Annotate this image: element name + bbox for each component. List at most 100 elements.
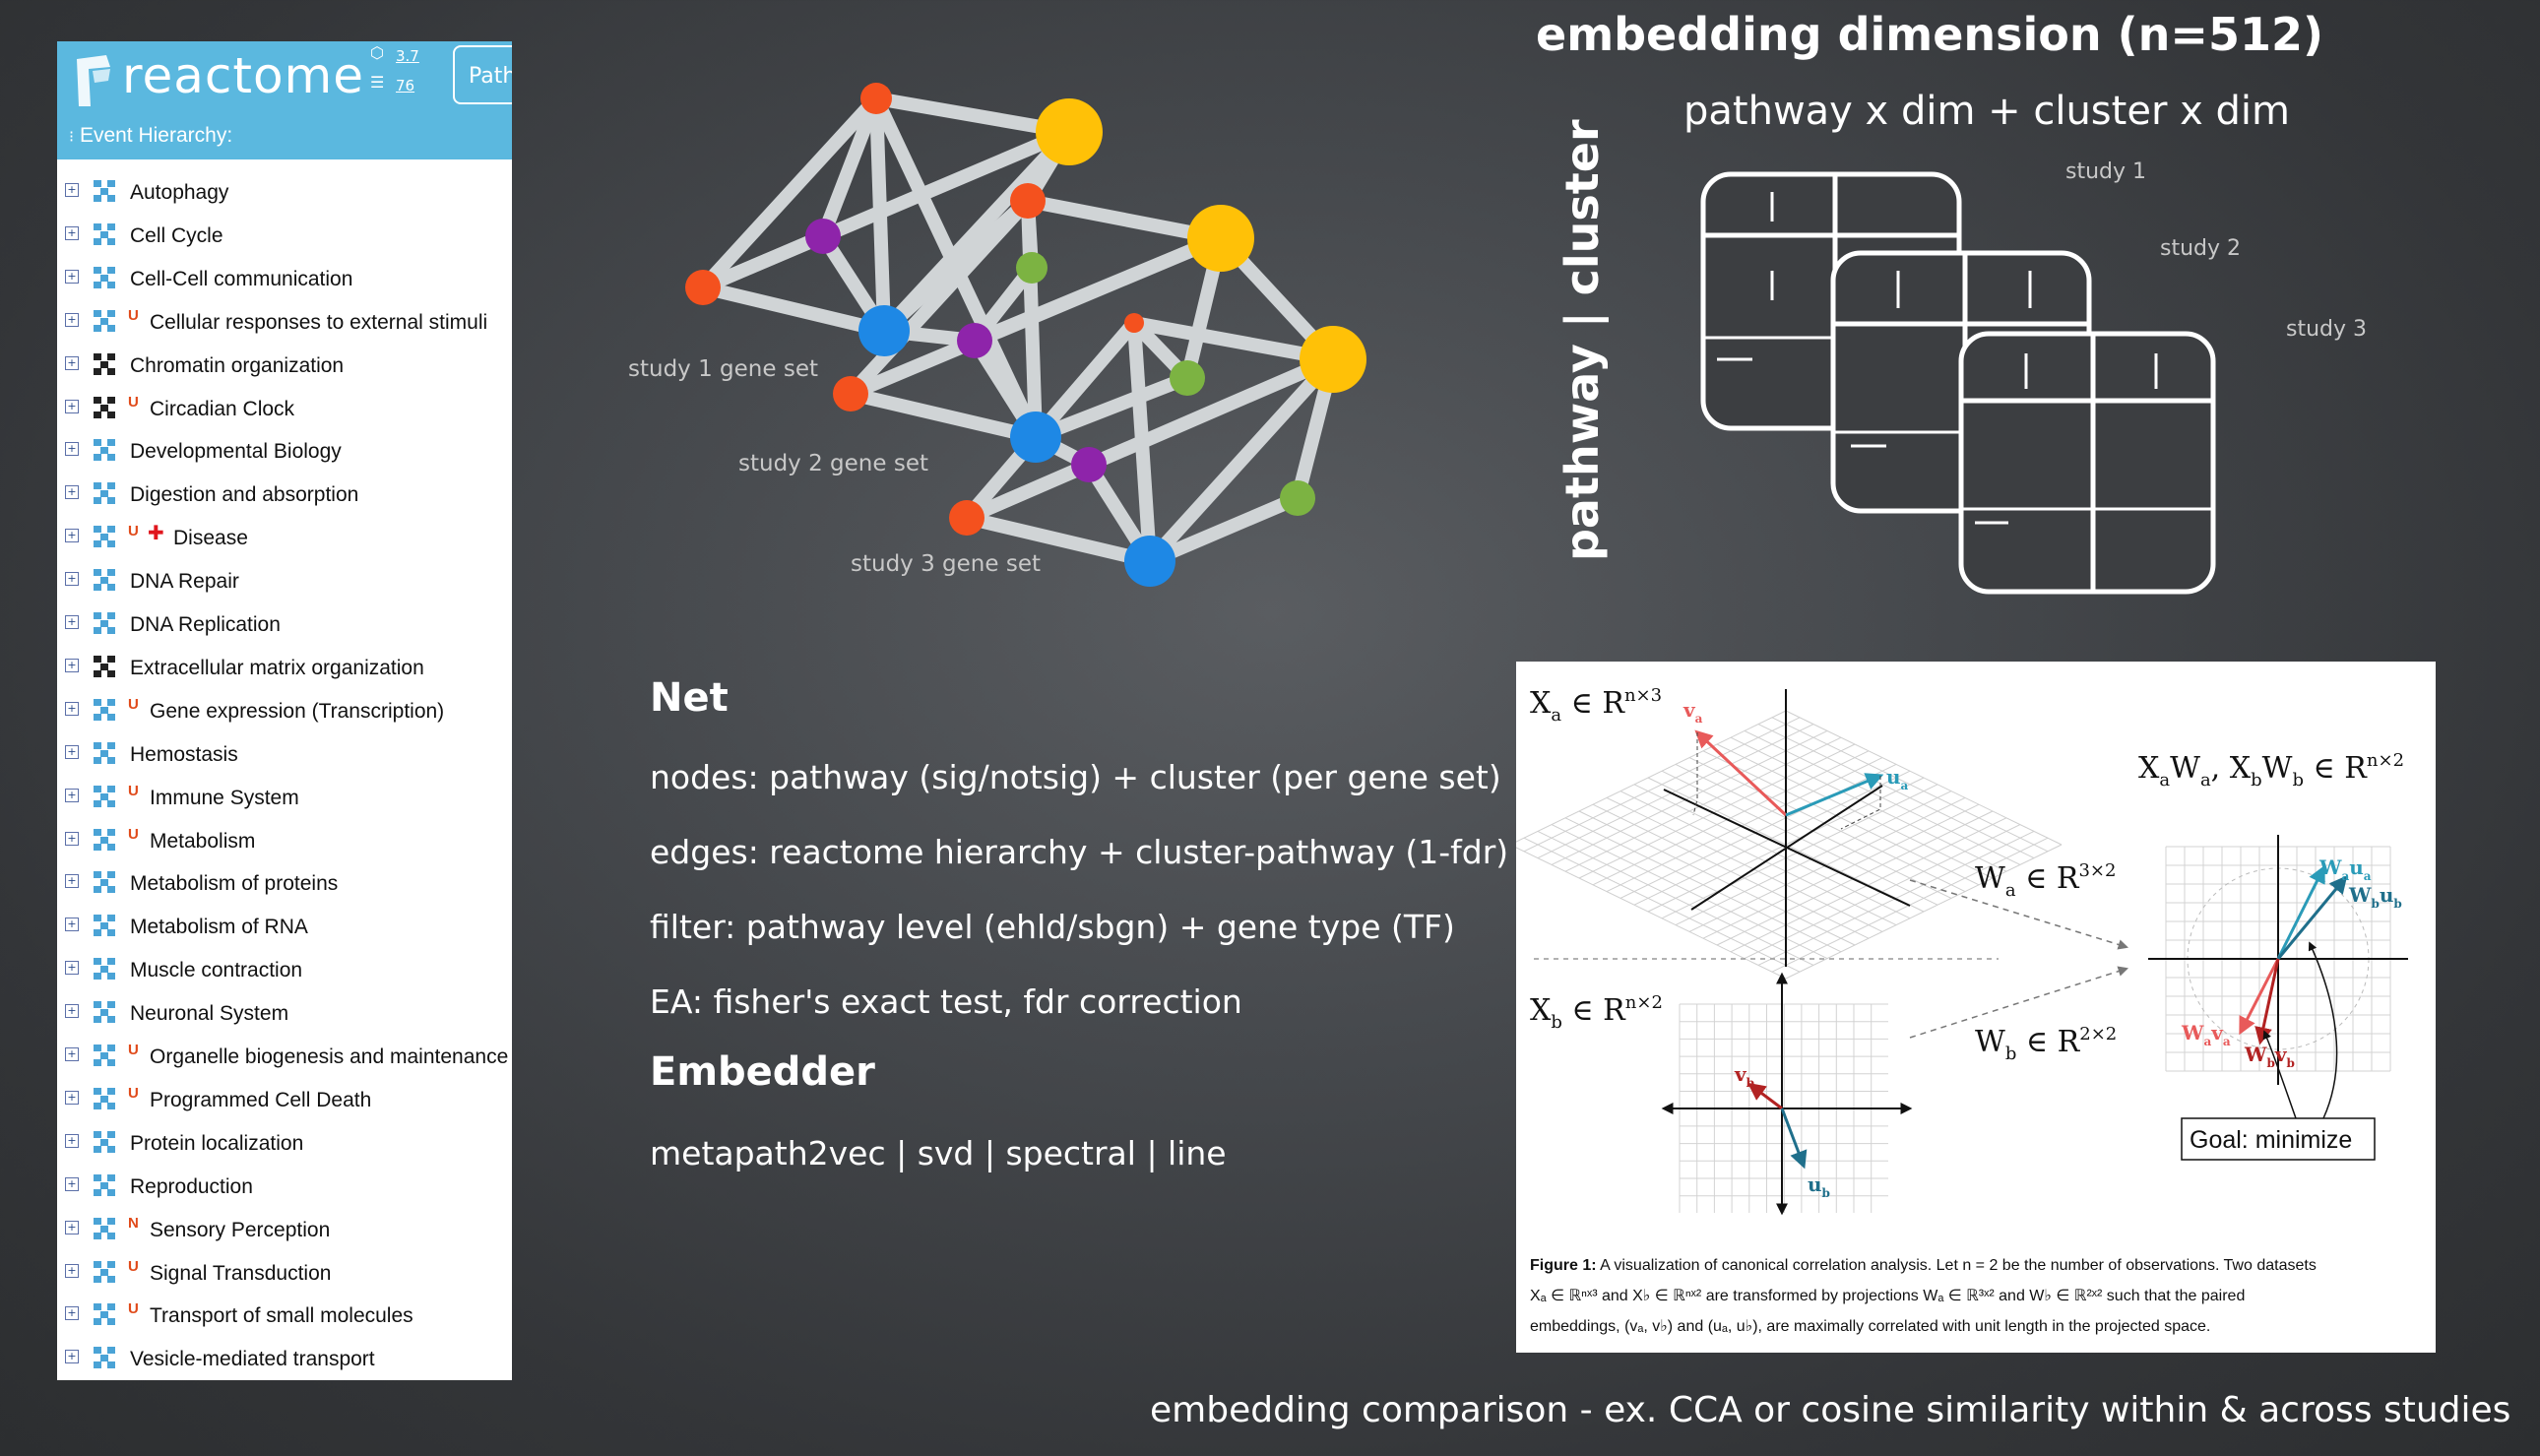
tree-item[interactable]: +Muscle contraction [57, 957, 512, 992]
network-edge [816, 92, 883, 243]
stat-count[interactable]: 76 [396, 77, 415, 95]
tree-item-label: Autophagy [130, 181, 229, 204]
expand-icon[interactable]: + [65, 1263, 79, 1278]
expand-icon[interactable]: + [65, 269, 79, 284]
expand-icon[interactable]: + [65, 615, 79, 629]
expand-icon[interactable]: + [65, 874, 79, 889]
net-line-edges: edges: reactome hierarchy + cluster-path… [650, 833, 1509, 871]
tree-item[interactable]: +Developmental Biology [57, 438, 512, 474]
tree-item[interactable]: + Vesicle-mediated transport [57, 1346, 512, 1380]
tree-item[interactable]: +DNA Replication [57, 611, 512, 647]
expand-icon[interactable]: + [65, 1306, 79, 1321]
tree-item-label: Chromatin organization [130, 353, 345, 377]
tree-item[interactable]: +Reproduction [57, 1173, 512, 1209]
expand-icon[interactable]: + [65, 1004, 79, 1019]
pathway-icon [94, 1087, 115, 1109]
va-vector-label: va [1683, 698, 1703, 726]
tree-item-label: Vesicle-mediated transport [130, 1348, 375, 1371]
pathway-icon [94, 1347, 115, 1369]
study1-label: study 1 [2065, 159, 2147, 184]
goal-label: Goal: minimize [2190, 1126, 2352, 1154]
expand-icon[interactable]: + [65, 312, 79, 327]
expand-icon[interactable]: + [65, 1090, 79, 1105]
network-edge [1127, 316, 1157, 568]
tree-item[interactable]: +Neuronal System [57, 1000, 512, 1036]
expand-icon[interactable]: + [65, 744, 79, 759]
tree-item[interactable]: + Digestion and absorption [57, 481, 512, 517]
tree-item[interactable]: +Extracellular matrix organization [57, 655, 512, 690]
pathway-icon [94, 266, 115, 288]
expand-icon[interactable]: + [65, 918, 79, 932]
tree-item-label: Metabolism of proteins [130, 872, 339, 896]
tree-item[interactable]: +Hemostasis [57, 741, 512, 777]
network-node-blue [858, 305, 910, 356]
status-badge: U [128, 393, 139, 411]
tree-item[interactable]: +U✚Disease [57, 521, 512, 560]
tree-item[interactable]: + Autophagy [57, 179, 512, 215]
embedder-line: metapath2vec | svd | spectral | line [650, 1134, 1227, 1172]
cca-figure: Xa ∈ Rn×3 Xb ∈ Rn×2 Wa ∈ R3×2 Wb ∈ R2×2 … [1516, 662, 2436, 1353]
stat-version[interactable]: 3.7 [396, 47, 419, 65]
expand-icon[interactable]: + [65, 399, 79, 413]
tree-item-label: Signal Transduction [150, 1261, 332, 1285]
tree-item[interactable]: + Chromatin organization [57, 352, 512, 388]
pathway-icon [94, 309, 115, 332]
event-hierarchy-label: ⁝ Event Hierarchy: [69, 124, 233, 147]
expand-icon[interactable]: + [65, 1350, 79, 1364]
path-button[interactable]: Path [453, 45, 512, 104]
embedder-title: Embedder [650, 1049, 875, 1095]
projection-label: XaWa, XbWb ∈ Rn×2 [2138, 750, 2404, 791]
expand-icon[interactable]: + [65, 485, 79, 500]
network-node-purple [805, 219, 841, 254]
wa-va-label: Wava [2181, 1021, 2231, 1048]
tree-item[interactable]: +DNA Repair [57, 568, 512, 603]
embedding-axis-label: pathway | cluster [1556, 119, 1609, 561]
expand-icon[interactable]: + [65, 831, 79, 846]
expand-icon[interactable]: + [65, 529, 79, 543]
caption-line-2: Xₐ ∈ ℝⁿˣ³ and X♭ ∈ ℝⁿˣ² are transformed … [1530, 1288, 2246, 1304]
expand-icon[interactable]: + [65, 961, 79, 976]
tree-item[interactable]: +Cell Cycle [57, 222, 512, 258]
expand-icon[interactable]: + [65, 1133, 79, 1148]
expand-icon[interactable]: + [65, 788, 79, 802]
expand-icon[interactable]: + [65, 442, 79, 457]
pathway-icon [94, 1303, 115, 1326]
expand-icon[interactable]: + [65, 1220, 79, 1234]
study2-label: study 2 [2160, 236, 2242, 261]
ua-vector-label: ua [1886, 765, 1909, 792]
network-edge [1127, 316, 1340, 366]
study2-gene-set-label: study 2 gene set [738, 451, 928, 476]
tree-item[interactable]: +Cell-Cell communication [57, 266, 512, 301]
tree-item-label: Digestion and absorption [130, 483, 359, 507]
expand-icon[interactable]: + [65, 572, 79, 587]
net-title: Net [650, 675, 729, 721]
expand-icon[interactable]: + [65, 183, 79, 197]
network-node-red [833, 376, 868, 411]
network-node-yellow [1036, 98, 1103, 165]
expand-icon[interactable]: + [65, 355, 79, 370]
expand-icon[interactable]: + [65, 1176, 79, 1191]
pathway-icon [94, 1001, 115, 1024]
tree-item[interactable]: +Protein localization [57, 1130, 512, 1166]
expand-icon[interactable]: + [65, 1047, 79, 1061]
expand-icon[interactable]: + [65, 701, 79, 716]
tree-item[interactable]: +Metabolism of RNA [57, 914, 512, 949]
pathway-icon [94, 352, 115, 375]
pathway-icon [94, 180, 115, 202]
expand-icon[interactable]: + [65, 225, 79, 240]
network-node-red [860, 83, 892, 114]
tree-item[interactable]: + Metabolism of proteins [57, 870, 512, 906]
expand-icon[interactable]: + [65, 658, 79, 672]
tree-item-label: Gene expression (Transcription) [150, 699, 445, 723]
pathway-icon [94, 871, 115, 894]
